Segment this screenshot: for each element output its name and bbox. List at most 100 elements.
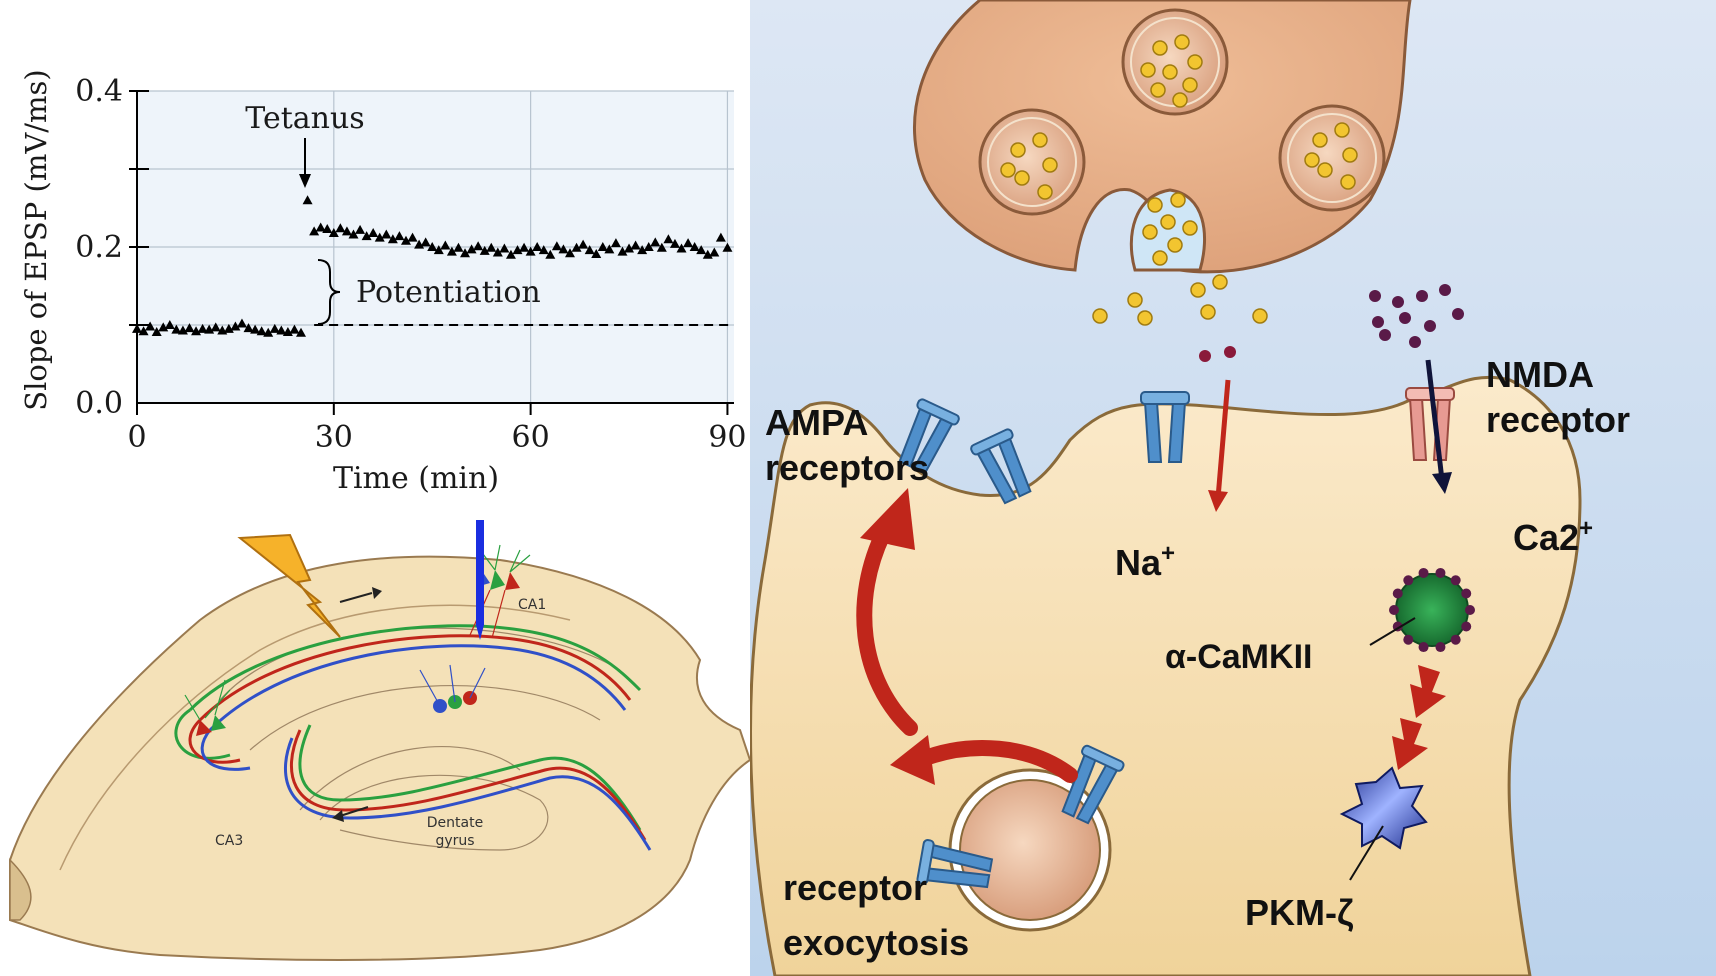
hippocampal-slice <box>9 555 750 961</box>
glutamate-particle <box>1200 304 1216 320</box>
data-point <box>309 226 320 236</box>
data-point <box>407 232 418 242</box>
data-point <box>446 246 457 256</box>
data-point <box>177 325 188 335</box>
data-point <box>158 322 169 332</box>
dentate-curve <box>319 774 549 851</box>
data-point <box>591 249 602 259</box>
data-point <box>597 242 608 251</box>
glutamate-particle <box>1182 77 1198 93</box>
ion-particle <box>1392 296 1404 308</box>
data-point <box>204 324 215 334</box>
glutamate-particle <box>1252 308 1268 324</box>
data-point <box>650 237 661 247</box>
calcium-bound-dot <box>1418 642 1429 653</box>
data-point <box>335 223 346 233</box>
glutamate-particles <box>1000 34 1358 412</box>
glutamate-particle <box>1317 162 1333 178</box>
synaptic-vesicle-top <box>1121 8 1229 116</box>
axis-ticks <box>129 90 729 415</box>
data-point <box>341 226 352 236</box>
slice-inner-rim <box>59 604 571 871</box>
data-point <box>282 327 293 337</box>
data-point <box>381 229 392 239</box>
data-point <box>532 242 543 251</box>
data-point <box>302 195 313 205</box>
data-point <box>145 321 156 331</box>
data-point <box>210 322 221 332</box>
data-point <box>400 235 411 245</box>
glutamate-particle <box>1167 237 1183 253</box>
data-point <box>269 323 280 333</box>
slice-edge-shadow <box>9 858 32 921</box>
stimulation-lightning-icon <box>237 533 341 638</box>
ion-particle <box>1452 308 1464 320</box>
data-point <box>519 242 530 252</box>
exocytosis-label-line2: exocytosis <box>783 922 969 963</box>
glutamate-particle <box>1014 170 1030 186</box>
calcium-bound-dot <box>1418 567 1429 578</box>
nmda-receptor-label-line1: NMDA <box>1486 354 1594 395</box>
data-point <box>164 320 175 329</box>
data-point <box>578 239 589 249</box>
x-axis-label: Time (min) <box>333 461 499 496</box>
glutamate-particle <box>1187 54 1203 70</box>
data-point <box>571 242 582 252</box>
glutamate-particle <box>1092 308 1108 324</box>
data-point <box>624 243 635 253</box>
data-point <box>584 245 595 255</box>
exocytosis-arrowhead <box>890 735 935 785</box>
glutamate-particle <box>1334 122 1350 138</box>
ampa-receptor-3 <box>1140 391 1190 463</box>
data-point <box>525 246 536 256</box>
data-point <box>230 321 241 331</box>
calcium-label: Ca2+ <box>1513 515 1593 558</box>
glutamate-particle <box>1162 64 1178 80</box>
x-tick-label: 60 <box>512 420 550 455</box>
data-point <box>702 249 713 259</box>
red-fiber-pathway <box>188 634 647 841</box>
left-panel: Tetanus Potentiation Time (min) Slope of… <box>0 0 750 976</box>
data-point <box>243 323 254 333</box>
nmda-receptor-label-line2: receptor <box>1486 399 1630 440</box>
data-point <box>414 239 425 249</box>
sodium-label: Na+ <box>1115 540 1175 583</box>
data-point <box>722 242 733 252</box>
exocytosis-arrow <box>912 740 1078 783</box>
ampa-receptors-label-line2: receptors <box>765 447 929 488</box>
data-point <box>263 327 274 337</box>
ca1-label: CA1 <box>518 597 546 613</box>
insertion-arrow <box>856 522 918 736</box>
sodium-influx-arrowhead <box>1208 490 1228 512</box>
y-tick-label: 0.4 <box>75 74 123 109</box>
y-tick-label: 0.2 <box>75 230 123 265</box>
camkii-pointer-line <box>1369 617 1416 646</box>
data-point <box>538 245 549 255</box>
data-point <box>564 248 575 258</box>
glutamate-particle <box>1010 142 1026 158</box>
glutamate-particle <box>1000 162 1016 178</box>
data-point <box>637 245 648 255</box>
data-point <box>604 244 615 254</box>
calcium-bound-dot <box>1461 588 1472 599</box>
direction-arrowhead-left <box>332 810 344 822</box>
signal-arrow-1 <box>1410 665 1446 718</box>
glutamate-particle <box>1037 184 1053 200</box>
data-point <box>499 243 510 253</box>
data-point <box>276 325 287 335</box>
x-tick-label: 90 <box>708 420 746 455</box>
data-point <box>512 245 523 255</box>
blue-fiber-pathway <box>200 644 652 851</box>
data-point <box>289 324 300 334</box>
data-point <box>184 323 195 333</box>
data-point <box>689 242 700 251</box>
data-point <box>132 323 142 333</box>
exocytosis-vesicle <box>948 768 1112 932</box>
pkm-pointer-line <box>1349 825 1384 881</box>
calcium-bound-dot <box>1403 575 1414 586</box>
tetanus-arrowhead <box>299 174 311 188</box>
glutamate-particle <box>1140 62 1156 78</box>
tetanus-label: Tetanus <box>245 101 364 136</box>
glutamate-particle <box>1182 220 1198 236</box>
